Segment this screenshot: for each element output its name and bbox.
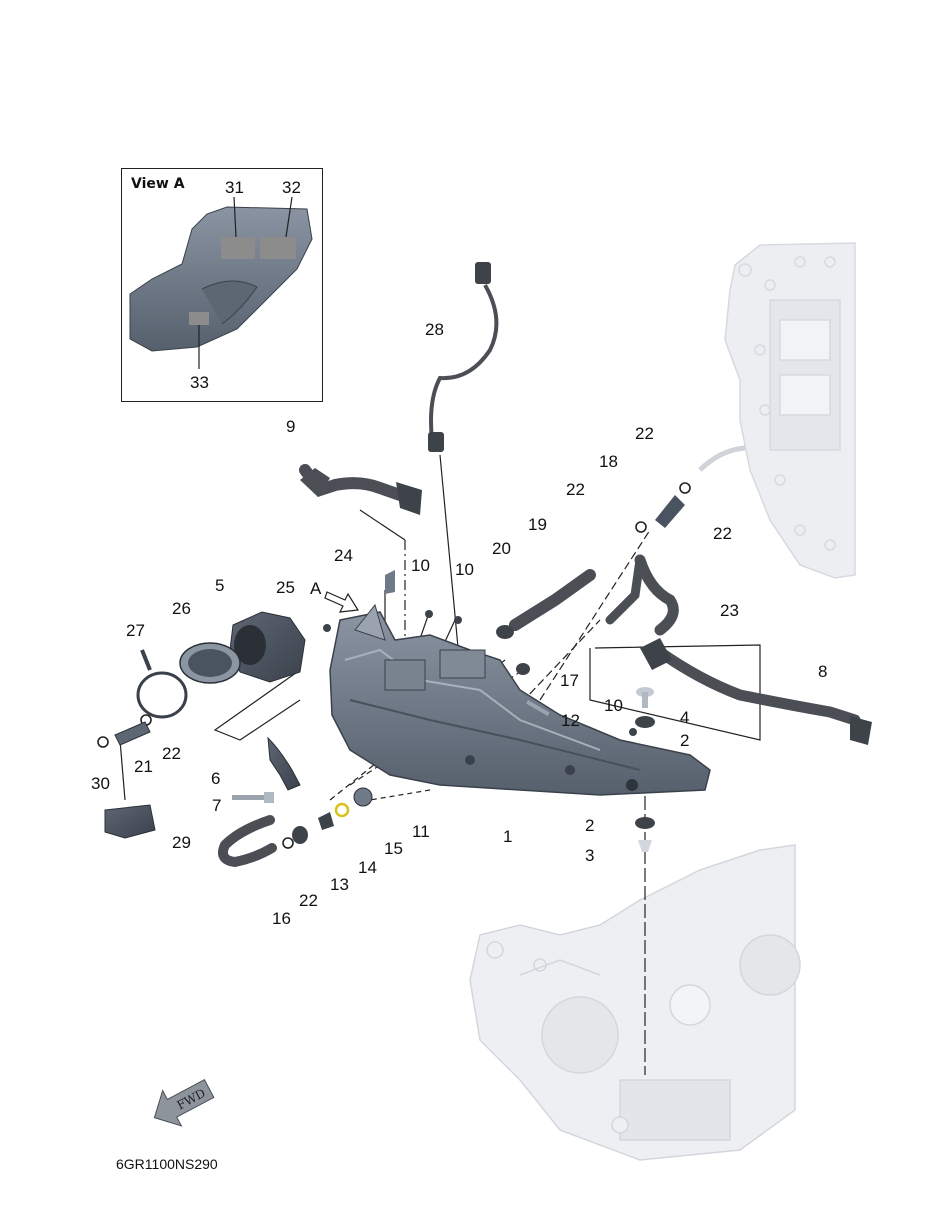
washer-part-3 [638,840,652,852]
callout-26: 26 [172,599,191,618]
view-a-drawing [129,196,313,369]
bolt-part-12 [526,700,550,716]
fitting-part-21 [114,721,151,746]
callout-6: 6 [211,769,221,788]
plug-part-13 [292,826,308,844]
callout-29: 29 [172,833,191,852]
callout-27: 27 [126,621,145,640]
callout-22-left: 22 [162,744,181,763]
callout-13: 13 [330,875,349,894]
callout-7: 7 [212,796,222,815]
callout-22-mid: 22 [566,480,585,499]
callout-2-lower: 2 [585,816,595,835]
fwd-arrow-icon: FWD [153,1079,215,1127]
callout-24: 24 [334,546,353,565]
stay-part-24 [385,570,395,594]
gasket-part-15 [334,802,350,818]
hose-part-23 [605,554,679,636]
callout-30: 30 [91,774,110,793]
callout-15: 15 [384,839,403,858]
callout-23: 23 [720,601,739,620]
callout-21: 21 [134,757,153,776]
band-part-26 [179,642,241,684]
connector-part-18 [655,495,685,528]
callout-16: 16 [272,909,291,928]
nuts-part-10 [425,610,637,736]
hose-part-19 [509,569,596,631]
inset-title: View A [131,176,185,192]
callout-20: 20 [492,539,511,558]
sensor-lead-part-28 [428,262,499,452]
callout-10-right: 10 [455,560,474,579]
view-a-arrow-icon [324,591,360,613]
callout-22-right: 22 [713,524,732,543]
engine-block-ghost [698,242,856,579]
callout-22-bottom: 22 [299,891,318,910]
callout-view-a: A [310,579,322,598]
callout-18: 18 [599,452,618,471]
callout-5: 5 [215,576,225,595]
bracket-casing-part-1 [329,603,711,796]
clamp-rings-part-22 [140,482,691,849]
callout-10-lower: 10 [604,696,623,715]
clip-part-30 [97,736,109,748]
callout-28: 28 [425,320,444,339]
callout-10-left: 10 [411,556,430,575]
grommet-part-17 [516,663,530,675]
lower-casing-ghost [469,844,801,1161]
callout-1: 1 [503,827,513,846]
view-a-inset: View A 31 32 33 [121,168,323,402]
holder-part-29 [104,804,156,839]
callout-17: 17 [560,671,579,690]
plug-part-11 [353,787,373,807]
callout-25: 25 [276,578,295,597]
callout-22-top: 22 [635,424,654,443]
callout-2-upper: 2 [680,731,690,750]
callout-9: 9 [286,417,296,436]
callout-4: 4 [680,708,690,727]
callout-8: 8 [818,662,828,681]
hose-part-9 [299,464,422,515]
callout-14: 14 [358,858,377,877]
callout-32: 32 [282,178,301,197]
callout-31: 31 [225,178,244,197]
bolt-part-25 [323,624,331,632]
bolt-part-4 [636,687,654,708]
cover-part-5 [229,611,306,683]
fork-part-6 [267,736,301,791]
diagram-code: 6GR1100NS290 [116,1156,218,1172]
hose-part-8 [640,638,872,745]
screw-part-14 [318,812,334,830]
bolt-part-7 [232,792,274,803]
callout-11: 11 [412,822,430,841]
callout-33: 33 [190,373,209,392]
washers-part-2 [635,716,655,829]
hose-part-16 [218,815,277,868]
callout-12: 12 [561,711,580,730]
grommet-part-20 [496,625,514,639]
clip-ring-part-27 [136,649,188,719]
callout-3: 3 [585,846,595,865]
callout-19: 19 [528,515,547,534]
